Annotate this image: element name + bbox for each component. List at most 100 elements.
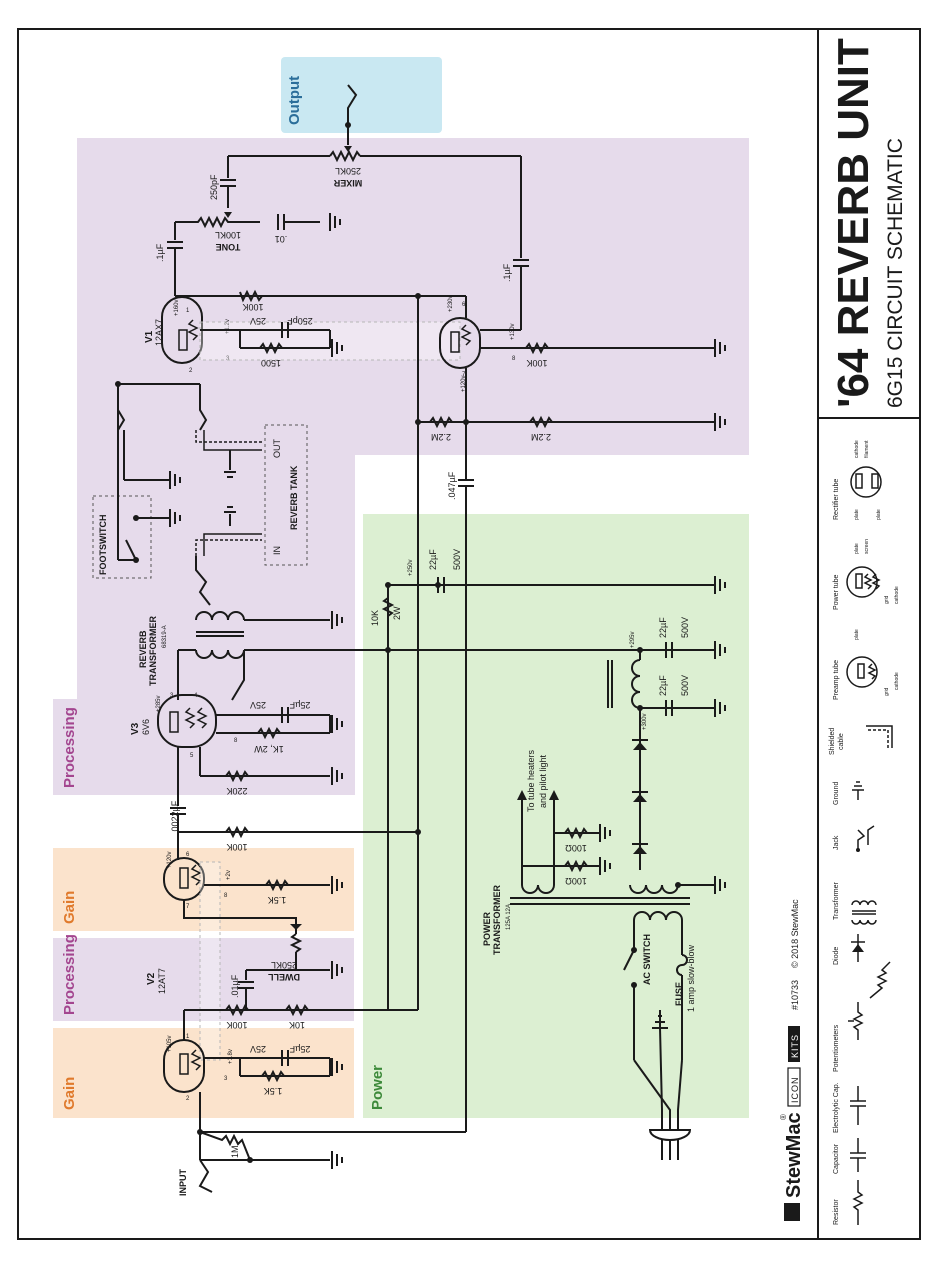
legend-potentiometers: Potentiometers: [833, 1024, 840, 1072]
resistor-label: 2.2M: [531, 432, 551, 442]
pin: 3: [226, 356, 230, 362]
legend-pin-grid-1: grid: [884, 687, 890, 696]
cap-label: 250pF: [287, 316, 313, 326]
resistor-label: 100Ω: [565, 876, 587, 886]
reverb-transformer-label-2: TRANSFORMER: [148, 616, 158, 686]
pin: 2: [189, 368, 193, 374]
legend: Resistor Capacitor Electrolytic Cap. Pot…: [829, 440, 900, 1225]
resistor-label: 2.2M: [431, 432, 451, 442]
cap-label: 22µF: [428, 549, 438, 570]
voltage: +285v: [156, 695, 162, 712]
footswitch: FOOTSWITCH: [92, 495, 152, 579]
input-label: INPUT: [178, 1168, 188, 1196]
cap-label: 25V: [250, 1044, 266, 1054]
dwell-pot: 250KL DWELL: [268, 924, 303, 982]
pin: 3: [224, 1076, 228, 1082]
cap-label: 22µF: [658, 617, 668, 638]
pin: 4: [194, 693, 198, 699]
pin: 8: [234, 738, 238, 744]
brand-registered: ®: [779, 1114, 788, 1120]
resistor-label: 100K: [526, 358, 547, 368]
resistor-label: 1K, 2W: [254, 744, 284, 754]
legend-shielded-1: Shielded: [829, 728, 836, 755]
v2-name: V2: [146, 972, 157, 985]
cap-label: .1µF: [155, 243, 165, 262]
legend-capacitor: Capacitor: [833, 1143, 840, 1174]
legend-pin-screen: screen: [864, 539, 870, 554]
voltage: +130v: [510, 323, 516, 340]
sheet-border: [17, 28, 921, 1240]
brand-copyright: © 2018 StewMac: [790, 899, 800, 968]
v3-name: V3: [130, 722, 141, 735]
brand-name: StewMac: [783, 1112, 805, 1198]
fuse-desc: 1 amp slow-blow: [686, 944, 696, 1012]
page-title: '64 REVERB UNIT: [829, 38, 878, 408]
fuse-label: FUSE: [674, 982, 684, 1006]
legend-pin-grid-2: grid: [884, 595, 890, 604]
cap-01-tone: .01: [275, 214, 320, 244]
legend-power-tube: Power tube: [833, 574, 840, 610]
power-transformer-label-2: TRANSFORMER: [492, 885, 502, 955]
reverb-tank: REVERB TANK OUT IN: [264, 424, 308, 566]
reverb-transformer-label: REVERB: [138, 630, 148, 668]
pin: 5: [190, 753, 194, 759]
brand-part: #10733: [790, 980, 800, 1010]
v3-type: 6V6: [141, 719, 151, 735]
voltage: +250v: [408, 559, 414, 576]
mixer-pot: 250KL MIXER: [228, 146, 521, 188]
cap-label: .047µF: [447, 471, 457, 500]
power-transformer-label: POWER: [482, 911, 492, 946]
reverb-tank-label: REVERB TANK: [289, 465, 299, 530]
legend-rectifier-tube: Rectifier tube: [833, 479, 840, 520]
title-block: '64 REVERB UNIT 6G15 CIRCUIT SCHEMATIC: [829, 38, 907, 408]
pin: 2: [186, 1096, 190, 1102]
voltage: +230v: [448, 295, 454, 312]
voltage: +1.8v: [228, 1049, 234, 1064]
resistor-label: 100Ω: [565, 843, 587, 853]
region-processing-main: [77, 138, 749, 795]
rectifier-diodes: [632, 739, 648, 854]
page-subtitle: 6G15 CIRCUIT SCHEMATIC: [884, 138, 907, 408]
reverb-transformer-pn: 68319-A: [162, 625, 168, 648]
resistor-label: 1.5K: [268, 895, 287, 905]
legend-pin-cathode-2: cathode: [894, 586, 900, 604]
legend-ground: Ground: [833, 782, 840, 805]
v1-name: V1: [144, 330, 155, 343]
resistor-label: 1.5K: [264, 1086, 283, 1096]
ac-switch-label: AC SWITCH: [642, 934, 652, 985]
resistor-label: 10K: [289, 1020, 305, 1030]
pin: 1: [186, 308, 190, 314]
legend-pin-plate-1: plate: [854, 629, 860, 640]
tube-v1-half-b: 6 7 8 +230v +130v +120v: [439, 295, 516, 392]
region-output: [281, 57, 442, 133]
cap-label: 25V: [250, 700, 266, 710]
cap-label: 22µF: [658, 675, 668, 696]
section-label-processing: Processing: [61, 707, 78, 788]
cap-label: 250pF: [209, 174, 219, 200]
cap-label: .01: [275, 234, 288, 244]
legend-pin-plate-4: plate: [876, 509, 882, 520]
voltage: +105v: [167, 1035, 173, 1052]
legend-pin-plate-3: plate: [854, 509, 860, 520]
legend-electrolytic: Electrolytic Cap.: [833, 1082, 840, 1133]
brand-series-a: ICON: [790, 1077, 800, 1104]
region-power: [363, 514, 749, 1118]
pin: 6: [186, 852, 190, 858]
tank-out-label: OUT: [272, 439, 282, 459]
resistor-label: 100K: [226, 1020, 247, 1030]
power-transformer: POWER TRANSFORMER 125A 12A: [482, 875, 726, 955]
output-jack: [345, 84, 358, 145]
section-label-processing-2: Processing: [61, 934, 78, 1015]
cap-label: 500V: [452, 549, 462, 570]
pin: 8: [224, 893, 228, 899]
resistor-label: 100K: [242, 302, 263, 312]
legend-pin-cathode-1: cathode: [894, 672, 900, 690]
power-transformer-pn: 125A 12A: [506, 904, 512, 930]
resistor-label: 2W: [392, 606, 402, 620]
mixer-name: MIXER: [333, 178, 362, 188]
voltage: +120v: [461, 375, 467, 392]
voltage: +120v: [167, 851, 173, 868]
brand-series-b: KITS: [790, 1034, 800, 1058]
mixer-value: 250KL: [335, 166, 361, 176]
